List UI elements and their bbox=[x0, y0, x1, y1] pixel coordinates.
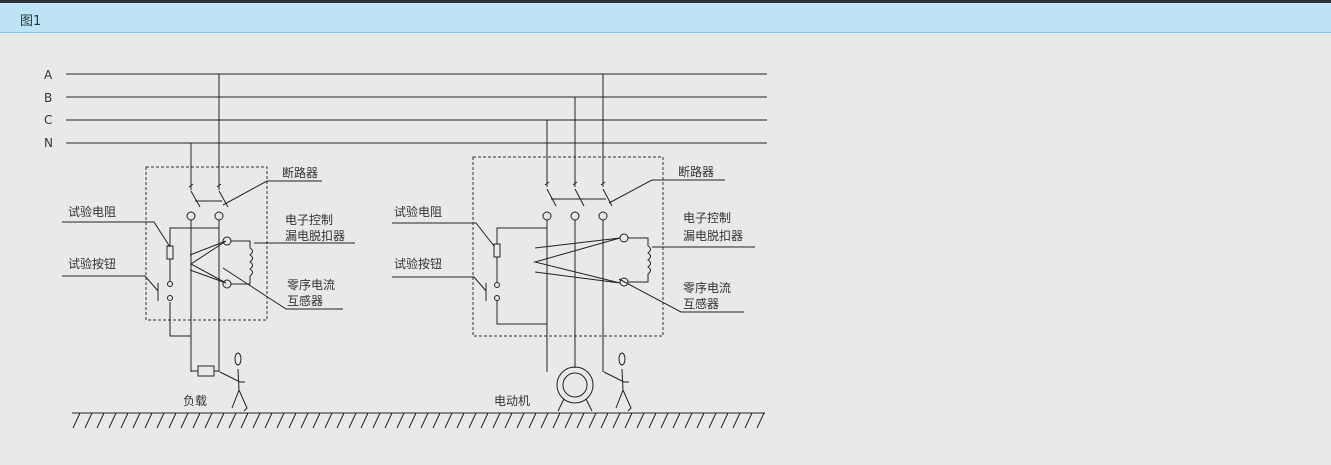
left-test-button-label: 试验按钮 bbox=[68, 256, 116, 271]
load-resistor bbox=[197, 365, 215, 377]
right-leader-resistor bbox=[392, 222, 495, 247]
top-rule bbox=[0, 0, 1331, 3]
ground-hatch bbox=[72, 412, 765, 429]
right-transformer-label-1: 零序电流 bbox=[683, 280, 731, 295]
right-terminal-2 bbox=[570, 211, 580, 221]
motor-outer bbox=[556, 366, 594, 404]
left-leader-button bbox=[62, 275, 159, 292]
ground-line bbox=[72, 412, 765, 429]
left-test-resistor-label: 试验电阻 bbox=[68, 204, 116, 219]
right-release-coil bbox=[628, 237, 651, 283]
right-leader-transformer bbox=[618, 278, 744, 313]
left-leader-breaker bbox=[222, 180, 322, 206]
right-protector-box bbox=[472, 156, 664, 337]
left-test-branch bbox=[169, 227, 219, 337]
bus-label-a: A bbox=[44, 68, 53, 82]
left-protector-box bbox=[145, 166, 268, 321]
bus-label-n: N bbox=[44, 136, 53, 150]
right-breaker-contacts bbox=[544, 181, 613, 207]
load-label: 负载 bbox=[183, 394, 207, 408]
right-person-icon bbox=[603, 352, 632, 412]
left-breaker-label: 断路器 bbox=[282, 165, 318, 180]
left-release-coil bbox=[231, 240, 253, 285]
right-release-label-1: 电子控制 bbox=[683, 211, 731, 225]
motor-inner bbox=[562, 372, 588, 398]
figure-title-bar: 图1 bbox=[0, 3, 1331, 33]
right-test-button-top bbox=[494, 282, 500, 288]
left-release-label-2: 漏电脱扣器 bbox=[285, 228, 345, 243]
left-release-top-terminal bbox=[222, 236, 232, 246]
right-test-button-label: 试验按钮 bbox=[394, 256, 442, 271]
motor-label: 电动机 bbox=[494, 394, 530, 408]
left-terminal-n bbox=[186, 211, 196, 221]
left-release-bottom-terminal bbox=[222, 279, 232, 289]
left-transformer-label-1: 零序电流 bbox=[287, 277, 335, 292]
right-circuit: 断路器 电子控制 漏电脱扣器 零序电流 互感器 试验电阻 试验按钮 电动机 bbox=[392, 74, 755, 412]
bus-label-b: B bbox=[44, 91, 52, 105]
left-breaker-contacts bbox=[188, 183, 229, 208]
left-test-resistor bbox=[166, 245, 174, 260]
bus-label-c: C bbox=[44, 113, 52, 127]
motor-feet bbox=[557, 398, 593, 412]
right-leader-breaker bbox=[608, 179, 725, 204]
left-test-button-top bbox=[167, 281, 173, 287]
bus-lines: A B C N bbox=[44, 68, 767, 150]
right-release-top-terminal bbox=[619, 233, 629, 243]
right-test-button-bottom bbox=[494, 295, 500, 301]
right-test-branch bbox=[496, 227, 547, 325]
left-transformer-label-2: 互感器 bbox=[287, 293, 323, 308]
left-terminal-a bbox=[214, 211, 224, 221]
left-release-label-1: 电子控制 bbox=[285, 213, 333, 227]
right-transformer-label-2: 互感器 bbox=[683, 296, 719, 311]
left-circuit: 断路器 电子控制 漏电脱扣器 零序电流 互感器 试验电阻 试验按钮 负载 bbox=[62, 74, 355, 412]
figure-title: 图1 bbox=[20, 14, 42, 29]
right-terminal-3 bbox=[598, 211, 608, 221]
left-leader-resistor bbox=[62, 221, 171, 248]
right-release-label-2: 漏电脱扣器 bbox=[683, 228, 743, 243]
right-breaker-label: 断路器 bbox=[678, 164, 714, 179]
left-ct-winding bbox=[189, 240, 227, 284]
left-leader-transformer bbox=[222, 267, 343, 310]
right-leader-button bbox=[392, 276, 487, 292]
right-test-resistor bbox=[493, 243, 501, 258]
left-person-icon bbox=[219, 352, 248, 412]
right-test-resistor-label: 试验电阻 bbox=[394, 204, 442, 219]
leakage-protection-diagram: A B C N bbox=[44, 68, 767, 429]
right-ct-winding bbox=[533, 237, 621, 284]
left-test-button-bottom bbox=[167, 295, 173, 301]
right-terminal-1 bbox=[542, 211, 552, 221]
